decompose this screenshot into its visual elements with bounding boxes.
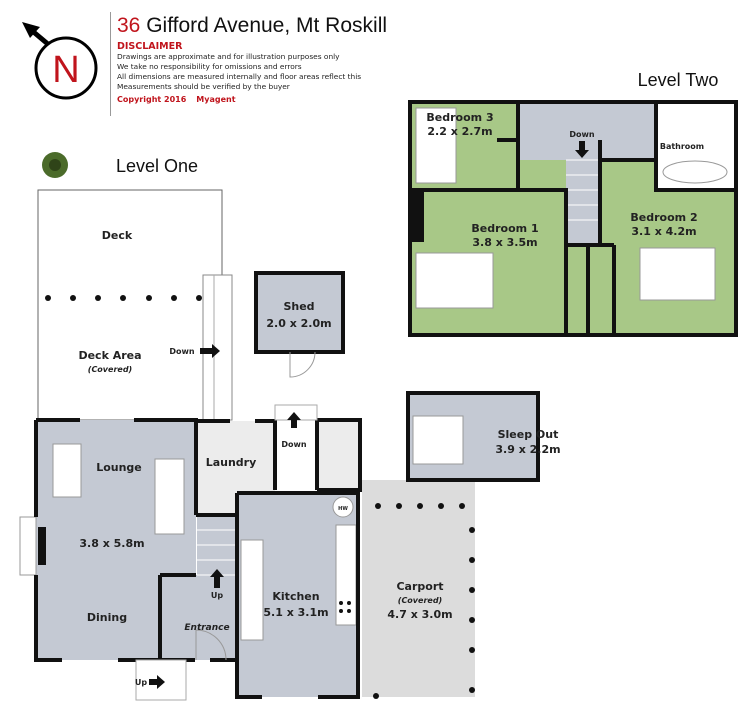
- deck-label: Deck: [102, 229, 133, 242]
- compass-letter: N: [52, 49, 79, 91]
- header-divider: [110, 12, 111, 116]
- deck: Deck Deck Area (Covered) Down: [37, 189, 233, 421]
- carport-size: 4.7 x 3.0m: [387, 608, 452, 621]
- dining-label: Dining: [87, 611, 127, 624]
- level-one-house: Lounge 3.8 x 5.8m Dining Laundry Down Up…: [19, 404, 362, 701]
- kitchen-label: Kitchen: [272, 590, 319, 603]
- copyright: Copyright 2016 Myagent: [117, 95, 387, 104]
- arrow-down-icon: [575, 141, 589, 158]
- bedroom1-size: 3.8 x 3.5m: [472, 236, 537, 249]
- bathroom-label: Bathroom: [660, 142, 704, 151]
- arrow-right-icon: [200, 344, 220, 358]
- carport-label: Carport: [396, 580, 443, 593]
- laundry-label: Laundry: [206, 456, 257, 469]
- property-title: 36 Gifford Avenue, Mt Roskill: [117, 14, 387, 38]
- disclaimer-line: We take no responsibility for omissions …: [117, 62, 302, 71]
- hot-water-label: HW: [338, 506, 348, 512]
- bedroom3-size: 2.2 x 2.7m: [427, 125, 492, 138]
- stairs-down-label: Down: [569, 130, 595, 139]
- shed-size: 2.0 x 2.0m: [266, 317, 331, 330]
- sleep-out: Sleep Out 3.9 x 2.2m: [406, 391, 561, 482]
- sleep-out-label: Sleep Out: [498, 428, 559, 441]
- bedroom2-label: Bedroom 2: [630, 211, 697, 224]
- arrow-up-icon: [210, 569, 224, 588]
- level-two-title: Level Two: [638, 70, 719, 90]
- level-one-title: Level One: [116, 156, 198, 176]
- sleep-out-size: 3.9 x 2.2m: [495, 443, 560, 456]
- bedroom3-label: Bedroom 3: [426, 111, 493, 124]
- arrow-up-icon: [287, 412, 301, 428]
- street-name: Gifford Avenue, Mt Roskill: [140, 14, 388, 37]
- shed-label: Shed: [283, 300, 314, 313]
- disclaimer-heading: DISCLAIMER: [117, 41, 183, 52]
- entrance-label: Entrance: [184, 623, 229, 633]
- outside-up-label: Up: [135, 678, 147, 687]
- deck-area-note: (Covered): [88, 365, 132, 374]
- north-arrow-icon: N: [22, 22, 98, 100]
- level-two-house: Bedroom 3 2.2 x 2.7m Bedroom 1 3.8 x 3.5…: [408, 100, 738, 337]
- street-number: 36: [117, 14, 141, 37]
- bedroom2-size: 3.1 x 4.2m: [631, 225, 696, 238]
- plant-icon: [42, 152, 68, 178]
- disclaimer-line: All dimensions are measured internally a…: [117, 72, 362, 81]
- disclaimer-line: Drawings are approximate and for illustr…: [117, 52, 340, 61]
- stairs-up-label: Up: [211, 591, 223, 600]
- lounge-label: Lounge: [96, 461, 142, 474]
- hall-down-label: Down: [281, 440, 307, 449]
- shed: Shed 2.0 x 2.0m: [254, 271, 345, 378]
- deck-area-label: Deck Area: [78, 349, 141, 362]
- header: 36 Gifford Avenue, Mt Roskill DISCLAIMER…: [117, 14, 387, 104]
- carport: Carport (Covered) 4.7 x 3.0m: [362, 480, 475, 699]
- kitchen-size: 5.1 x 3.1m: [263, 606, 328, 619]
- bedroom1-label: Bedroom 1: [471, 222, 538, 235]
- lounge-size: 3.8 x 5.8m: [79, 537, 144, 550]
- carport-note: (Covered): [398, 596, 442, 605]
- deck-down-label: Down: [169, 347, 195, 356]
- copyright-text: Copyright 2016: [117, 95, 187, 104]
- disclaimer-line: Measurements should be verified by the b…: [117, 82, 290, 91]
- agent-name: Myagent: [196, 95, 236, 104]
- arrow-right-icon: [149, 675, 165, 689]
